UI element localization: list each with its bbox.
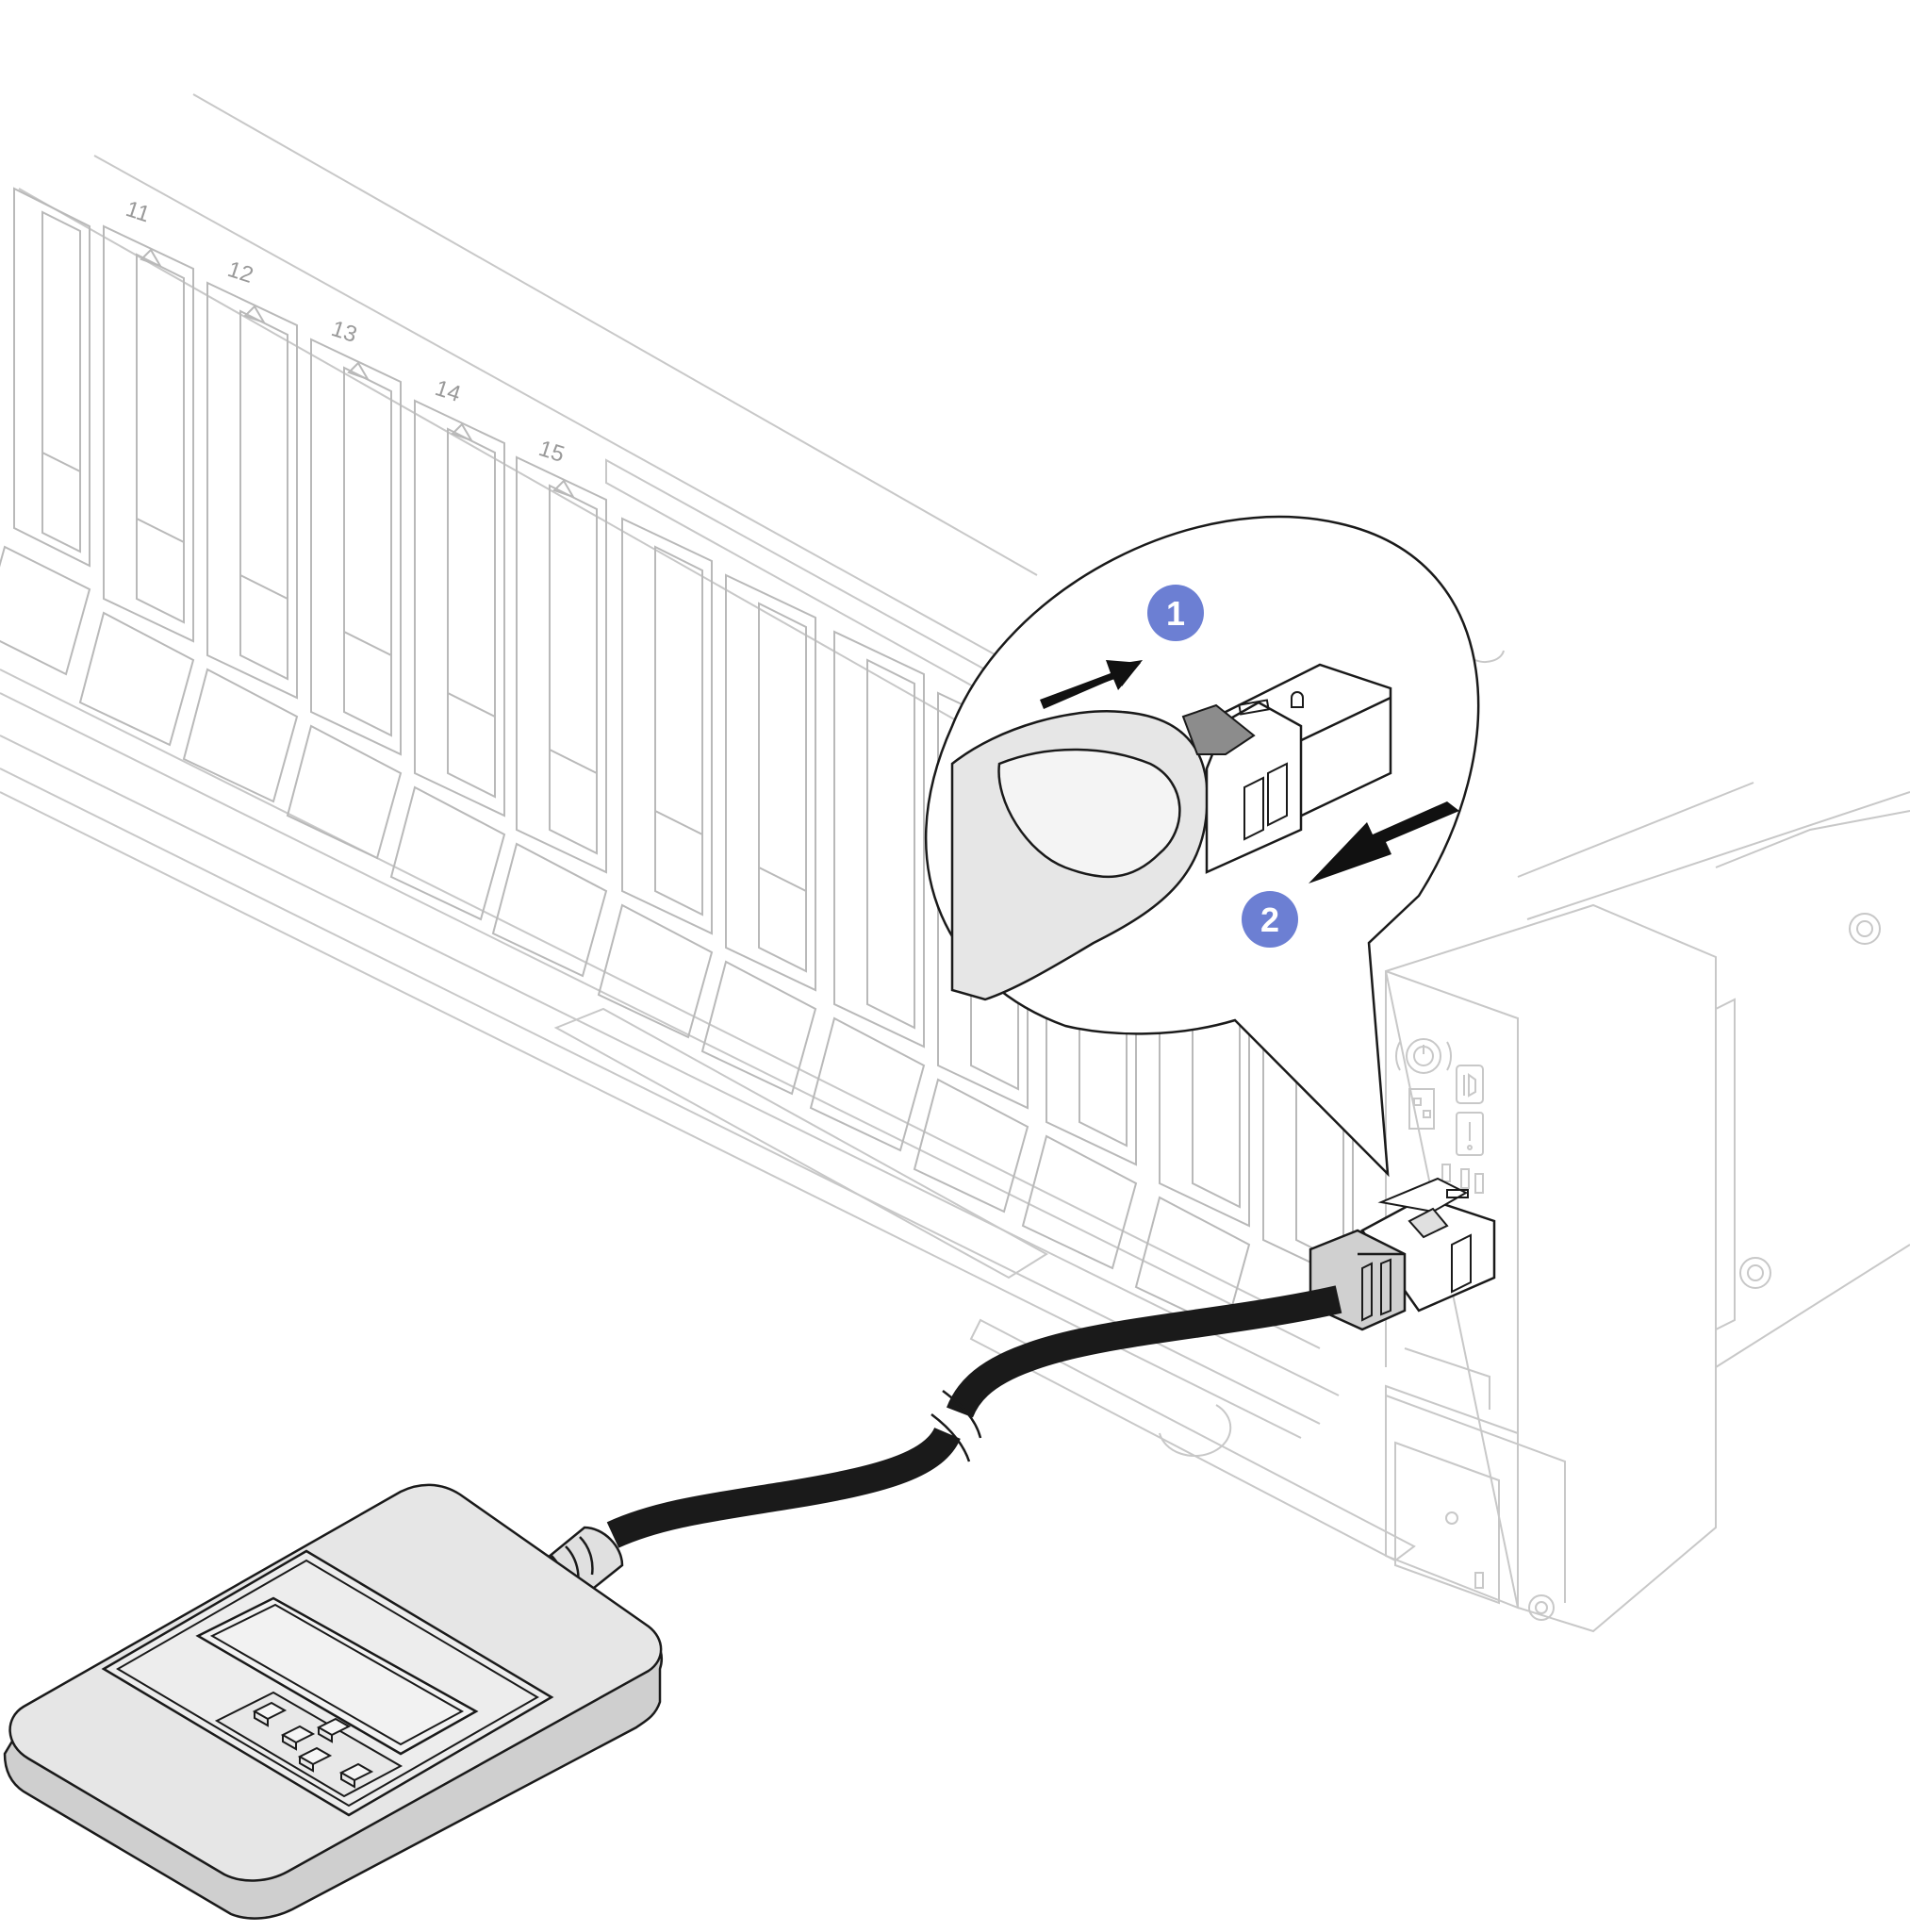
handset-button-right[interactable] [316,1717,352,1743]
callout-1-number: 1 [1166,594,1185,633]
callout-1-marker [1147,585,1204,641]
drive-bay [286,338,403,860]
diagnostics-handset [3,1483,664,1920]
bay-label-15: 15 [535,436,568,468]
drive-bay [78,224,195,747]
bay-label-11: 11 [123,196,153,227]
detail-callout-bubble: 1 2 [924,515,1480,1178]
arrow-push-icon [1040,660,1143,709]
led-indicators [1441,1164,1484,1194]
handset-screen [195,1596,479,1756]
drive-bay [491,455,608,978]
handset-cable [606,1285,1342,1548]
system-error-icon [1456,1112,1484,1156]
handset-button-down[interactable] [297,1746,333,1773]
callout-1: 1 [1147,585,1204,641]
callout-2: 2 [1242,891,1298,948]
arrow-pull-icon [1309,801,1459,883]
thumb [950,710,1209,1001]
network-activity-icon [1408,1088,1435,1130]
drive-bay [182,281,299,803]
handset-button-up[interactable] [252,1701,288,1727]
drive-bay [700,573,817,1096]
bay-label-14: 14 [432,375,464,407]
label-plate [605,458,1029,718]
drive-bay [0,187,91,676]
connector-detail [1181,663,1392,874]
handset-button-left[interactable] [280,1725,316,1751]
drive-bay [597,517,714,1039]
bay-label-13: 13 [328,316,360,348]
drive-bay [389,399,506,921]
callout-2-number: 2 [1260,900,1279,939]
bay-labels: 11 12 13 14 15 [123,196,568,468]
id-button-icon [1456,1065,1484,1104]
power-button-icon [1395,1038,1452,1074]
drive-bay [809,630,926,1152]
callout-2-marker [1242,891,1298,948]
bay-label-12: 12 [224,256,256,289]
handset-button-select[interactable] [338,1762,374,1789]
